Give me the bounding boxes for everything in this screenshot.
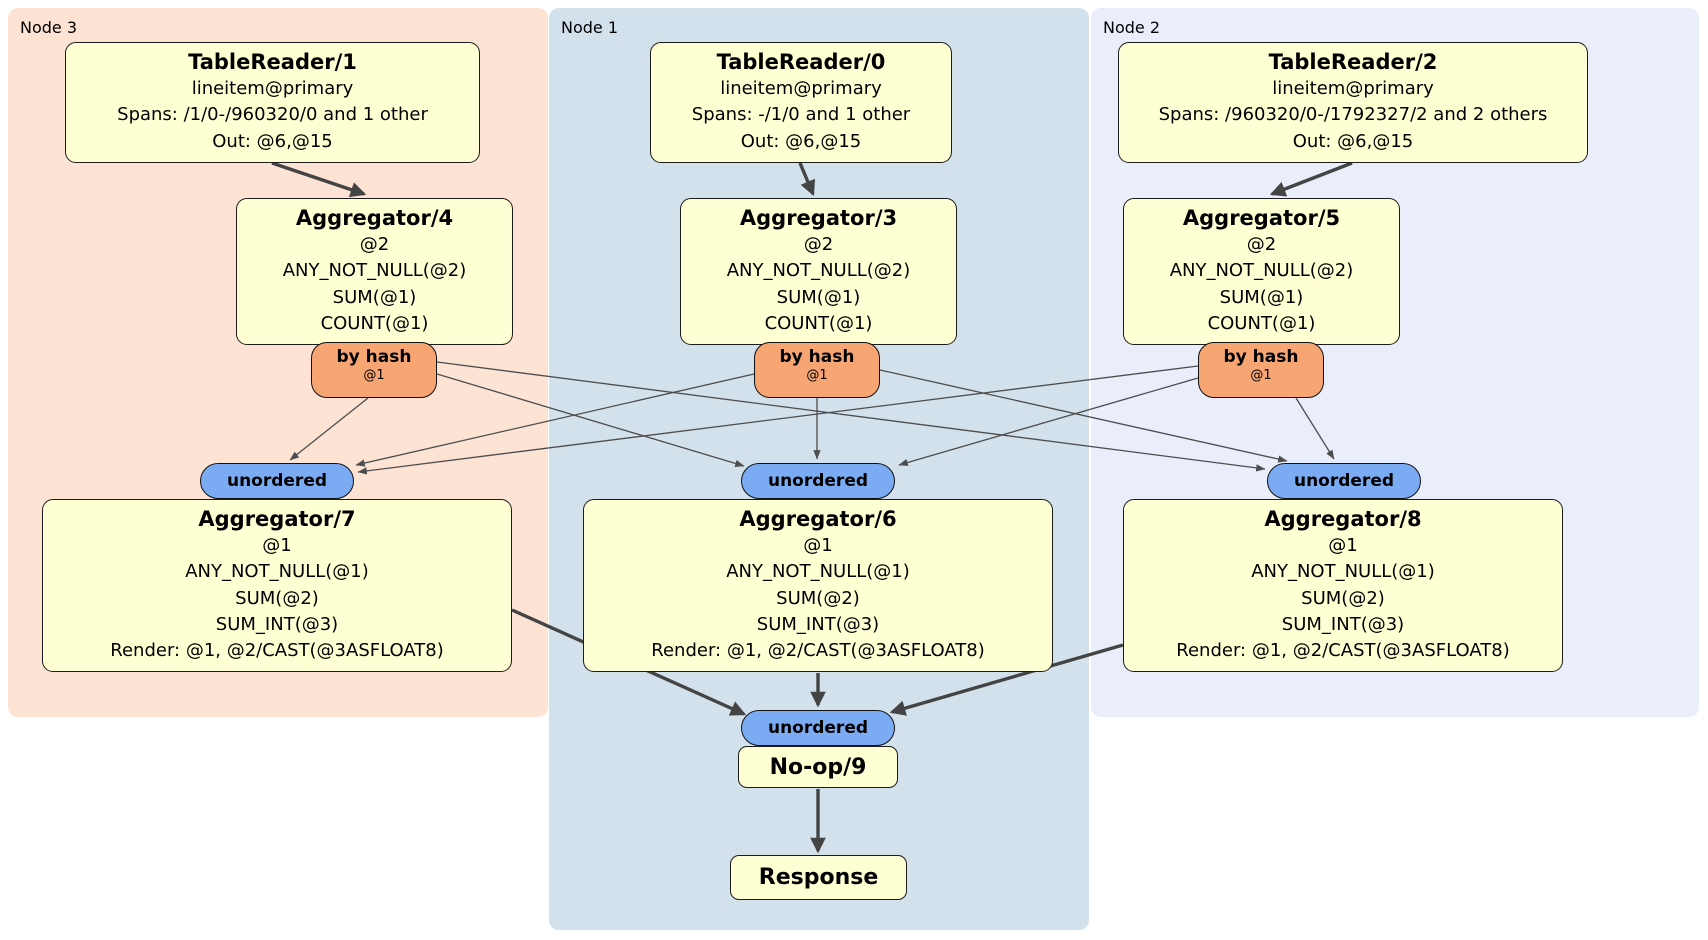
- processor-detail: ANY_NOT_NULL(@2): [282, 260, 467, 282]
- processor-detail: @2: [803, 234, 834, 256]
- processor-detail: Out: @6,@15: [212, 130, 333, 152]
- processor-detail: ANY_NOT_NULL(@2): [726, 260, 911, 282]
- processor-title: Aggregator/7: [198, 507, 356, 531]
- processor-detail: lineitem@primary: [1272, 78, 1434, 100]
- response-node: Response: [730, 855, 907, 900]
- processor-detail: ANY_NOT_NULL(@2): [1169, 260, 1354, 282]
- processor-detail: SUM(@2): [1301, 587, 1385, 609]
- processor-detail: ANY_NOT_NULL(@1): [726, 561, 910, 583]
- processor-detail: ANY_NOT_NULL(@1): [185, 561, 369, 583]
- processor-detail: Render: @1, @2/CAST(@3ASFLOAT8): [651, 639, 985, 661]
- processor-detail: Out: @6,@15: [740, 130, 862, 152]
- processor-detail: @2: [359, 234, 390, 256]
- router-key: @1: [806, 368, 828, 384]
- processor-detail: COUNT(@1): [764, 312, 873, 334]
- processor-detail: SUM(@1): [776, 286, 861, 308]
- processor-detail: SUM(@1): [1219, 286, 1304, 308]
- processor-detail: SUM(@2): [235, 587, 319, 609]
- processor-tablereader-0: TableReader/0 lineitem@primary Spans: -/…: [650, 42, 952, 163]
- processor-detail: COUNT(@1): [320, 312, 429, 334]
- processor-aggregator-3: Aggregator/3 @2 ANY_NOT_NULL(@2) SUM(@1)…: [680, 198, 957, 345]
- processor-title: TableReader/2: [1268, 50, 1438, 74]
- processor-title: TableReader/0: [716, 50, 886, 74]
- processor-title: TableReader/1: [188, 50, 357, 74]
- edge-tr1-agg4: [271, 161, 367, 198]
- processor-detail: Render: @1, @2/CAST(@3ASFLOAT8): [110, 639, 444, 661]
- processor-aggregator-8: Aggregator/8 @1 ANY_NOT_NULL(@1) SUM(@2)…: [1123, 499, 1563, 672]
- router-label: by hash: [779, 347, 855, 367]
- processor-detail: SUM_INT(@3): [215, 613, 339, 635]
- node1-region-label: Node 1: [561, 18, 619, 37]
- processor-detail: SUM(@1): [332, 286, 417, 308]
- processor-detail: SUM_INT(@3): [1281, 613, 1405, 635]
- processor-detail: Spans: /1/0-/960320/0 and 1 other: [117, 104, 428, 126]
- edge-hash3-unordered8: [879, 369, 1288, 463]
- processor-title: Aggregator/5: [1182, 206, 1341, 230]
- router-by-hash-agg3: by hash @1: [754, 342, 880, 398]
- edge-hash5-unordered7: [357, 365, 1199, 475]
- edge-hash4-unordered7: [289, 397, 369, 461]
- stream-unordered-agg7: unordered: [200, 463, 354, 499]
- node3-region-label: Node 3: [20, 18, 78, 37]
- processor-detail: ANY_NOT_NULL(@1): [1251, 561, 1435, 583]
- router-key: @1: [363, 368, 385, 384]
- processor-detail: SUM(@2): [776, 587, 860, 609]
- processor-detail: Render: @1, @2/CAST(@3ASFLOAT8): [1176, 639, 1510, 661]
- processor-noop-9: No-op/9: [738, 746, 898, 788]
- processor-detail: lineitem@primary: [191, 78, 354, 100]
- processor-detail: COUNT(@1): [1207, 312, 1316, 334]
- processor-detail: Spans: /960320/0-/1792327/2 and 2 others: [1158, 104, 1548, 126]
- router-label: by hash: [336, 347, 412, 367]
- router-key: @1: [1250, 368, 1272, 384]
- processor-title: Aggregator/3: [739, 206, 898, 230]
- router-label: by hash: [1223, 347, 1299, 367]
- node2-region-label: Node 2: [1103, 18, 1161, 37]
- router-by-hash-agg5: @1 by hash @1: [1198, 342, 1324, 398]
- processor-detail: SUM_INT(@3): [756, 613, 880, 635]
- edge-hash4-unordered6: [436, 373, 745, 467]
- edge-tr2-agg5: [1269, 161, 1353, 197]
- processor-detail: @1: [803, 535, 833, 557]
- edge-hash5-unordered6: [898, 377, 1199, 467]
- router-by-hash-agg4: by hash @1: [311, 342, 437, 398]
- processor-detail: @1: [1328, 535, 1358, 557]
- processor-title: Aggregator/4: [295, 206, 454, 230]
- processor-aggregator-6: Aggregator/6 @1 ANY_NOT_NULL(@1) SUM(@2)…: [583, 499, 1053, 672]
- edge-hash4-unordered8: [436, 361, 1266, 472]
- stream-unordered-agg6: unordered: [741, 463, 895, 499]
- processor-title: Aggregator/8: [1264, 507, 1422, 531]
- stream-unordered-agg8: unordered: [1267, 463, 1421, 499]
- processor-tablereader-2: TableReader/2 lineitem@primary Spans: /9…: [1118, 42, 1588, 163]
- processor-aggregator-7: Aggregator/7 @1 ANY_NOT_NULL(@1) SUM(@2)…: [42, 499, 512, 672]
- processor-aggregator-4: Aggregator/4 @2 ANY_NOT_NULL(@2) SUM(@1)…: [236, 198, 513, 345]
- processor-detail: @2: [1246, 234, 1277, 256]
- processor-detail: Spans: -/1/0 and 1 other: [691, 104, 911, 126]
- edge-agg8-unordered: [889, 643, 1124, 716]
- edge-tr0-agg3: [798, 162, 816, 197]
- processor-aggregator-5: Aggregator/5 @2 ANY_NOT_NULL(@2) SUM(@1)…: [1123, 198, 1400, 345]
- processor-title: Aggregator/6: [739, 507, 897, 531]
- stream-unordered-final: unordered: [741, 710, 895, 746]
- edge-hash3-unordered7: [355, 373, 755, 467]
- processor-tablereader-1: TableReader/1 lineitem@primary Spans: /1…: [65, 42, 480, 163]
- processor-detail: @1: [262, 535, 292, 557]
- processor-detail: Out: @6,@15: [1292, 130, 1414, 152]
- edge-hash5-unordered8: [1295, 397, 1335, 460]
- processor-detail: lineitem@primary: [720, 78, 882, 100]
